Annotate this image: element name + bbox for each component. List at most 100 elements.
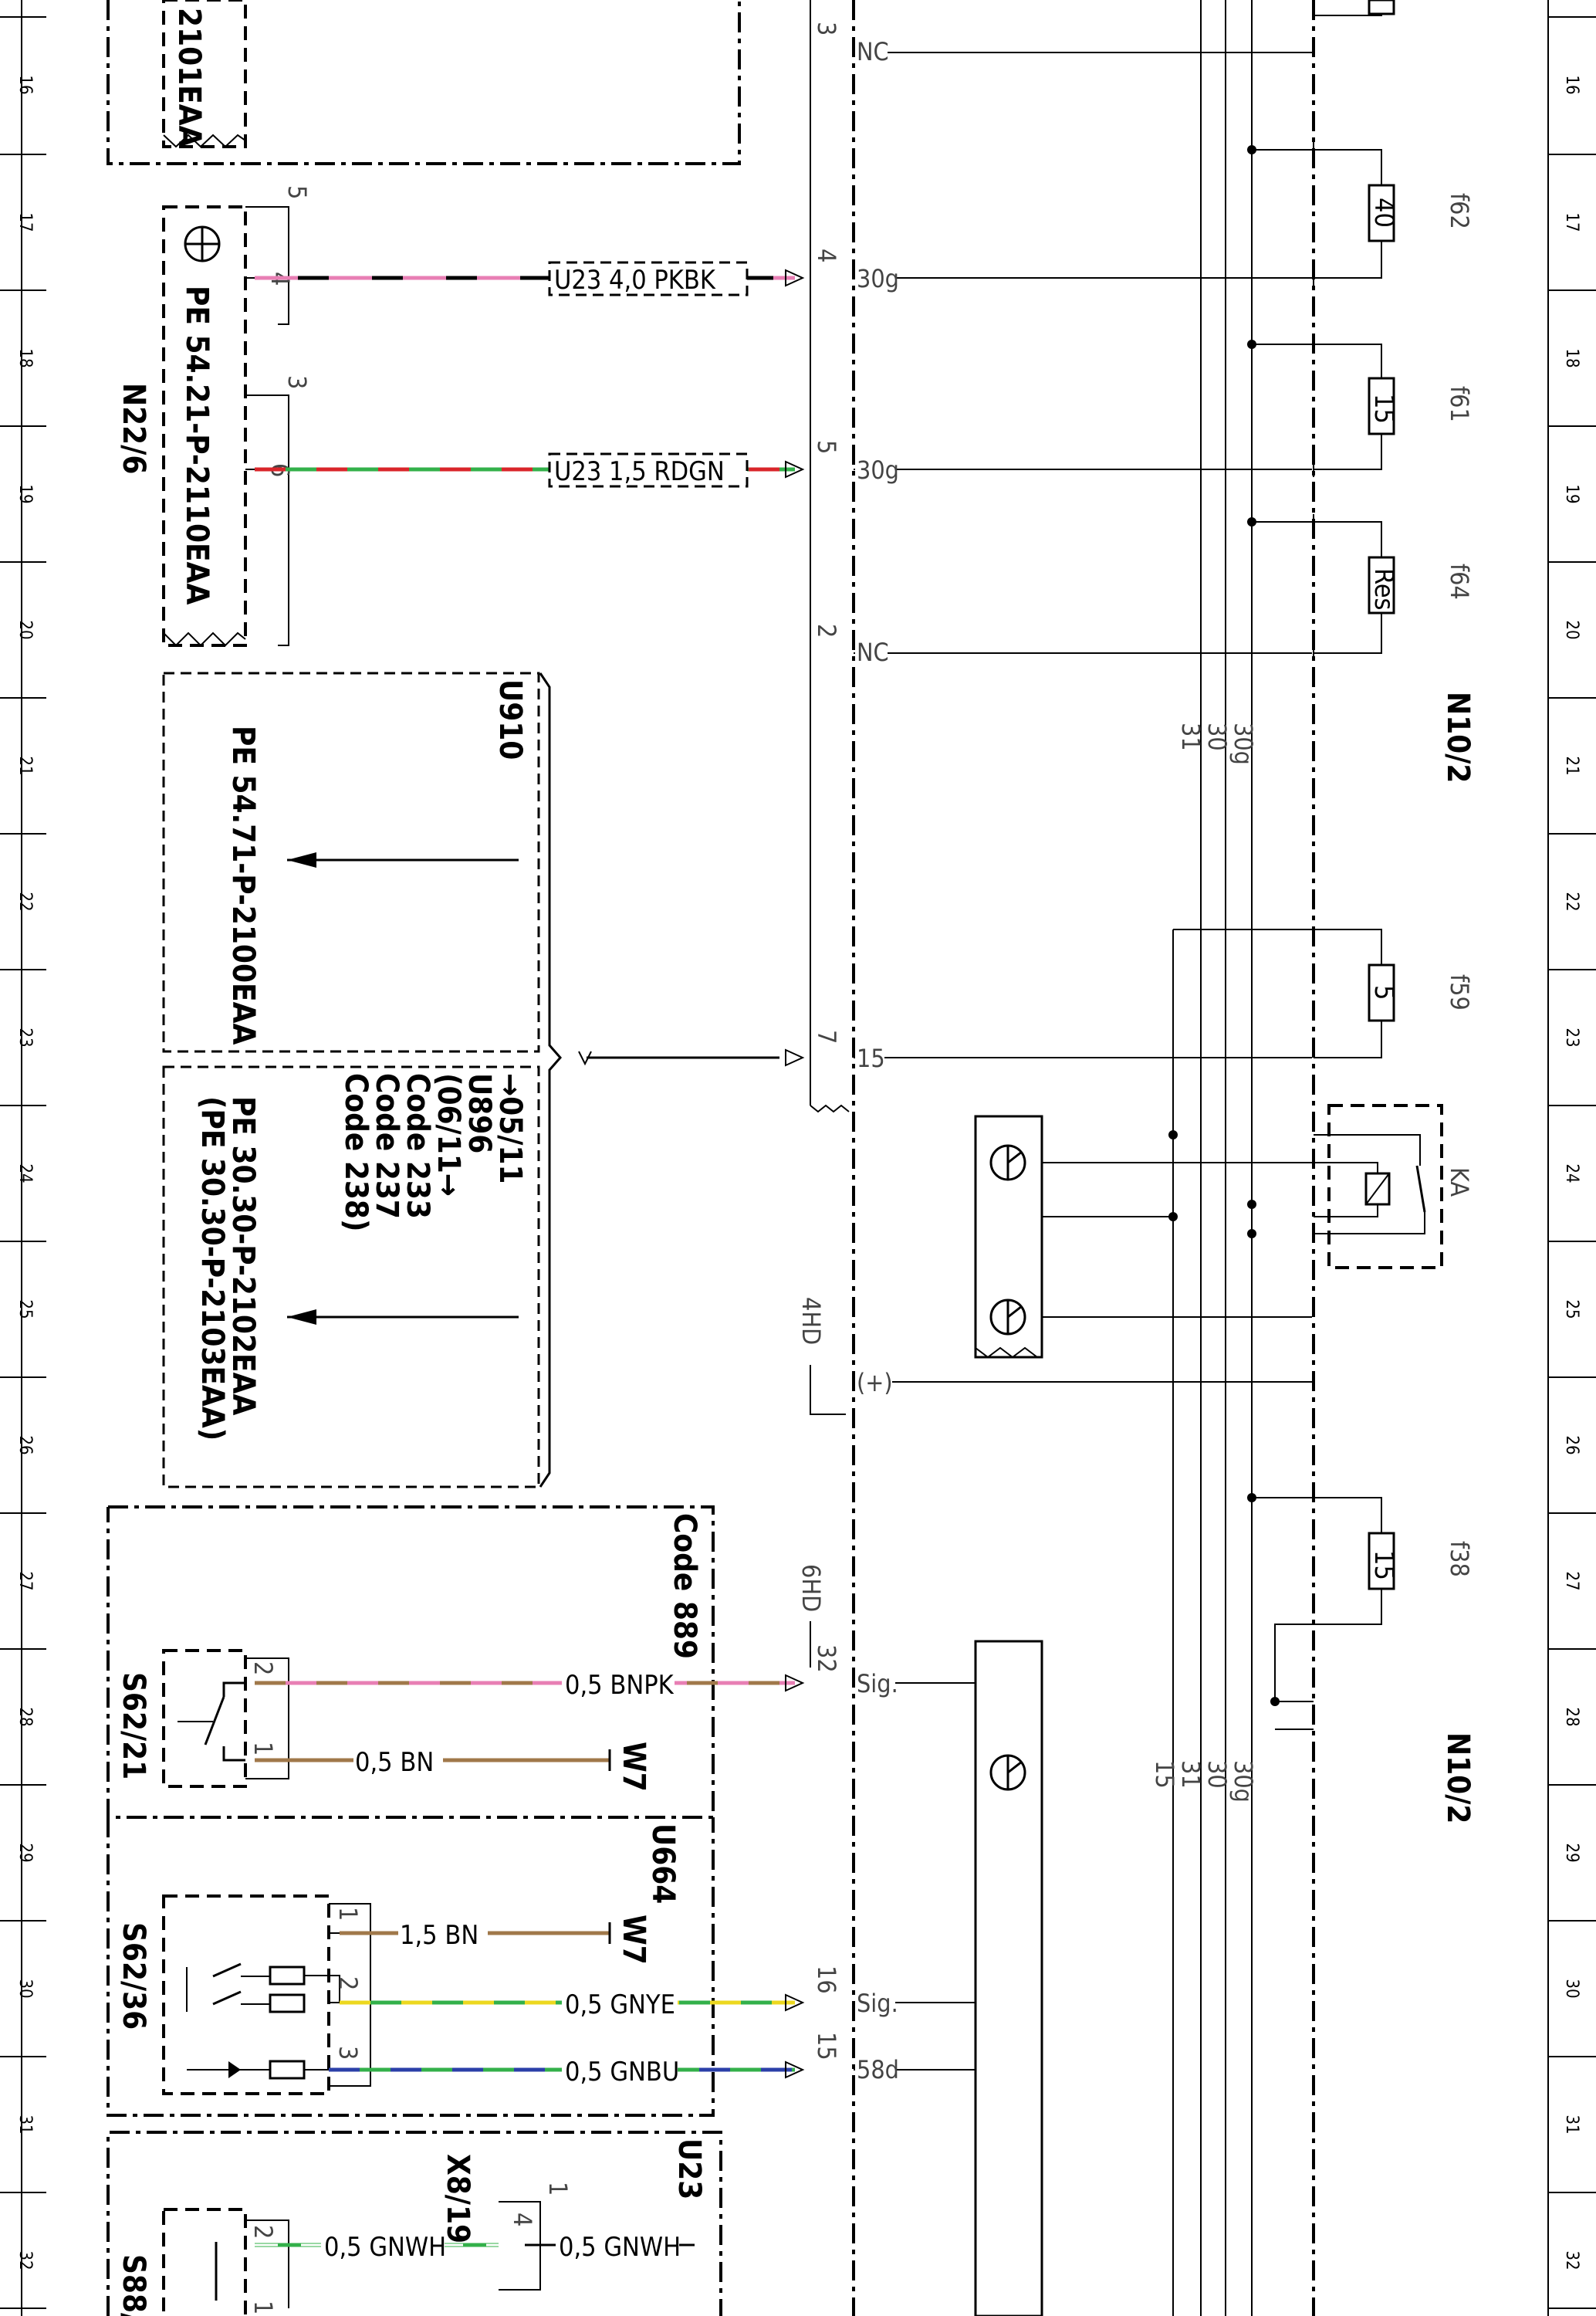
wire-pkbk-label: U23 4,0 PKBK	[554, 265, 716, 296]
wire-gnwh-label: 0,5 GNWH	[324, 2232, 446, 2263]
bus-label: 31	[1176, 1760, 1205, 1789]
bus-label: 31	[1176, 723, 1205, 751]
fuse-name: f64	[1445, 564, 1474, 600]
switch-contact-icon	[204, 1696, 225, 1745]
u910-reference: PE 54.71-P-2100EAA	[225, 726, 261, 1045]
s62-21-component: S62/21 2 1	[116, 1649, 289, 1788]
row-number: 16	[1562, 75, 1581, 94]
wire-gnye-label: 0,5 GNYE	[565, 1989, 675, 2020]
s88-pin-2: 2	[249, 2225, 278, 2239]
u896-box: →05/11 U896 (06/11→ Code 233 Code 237 Co…	[162, 1065, 540, 1488]
row-number: 26	[1562, 1435, 1581, 1454]
wire-rdgn: U23 1,5 RDGN	[255, 452, 795, 488]
n22-6-component: PE 54.21-P-2110EAA N22/6 4 5 6 3	[116, 185, 312, 647]
row-number: 31	[1562, 2115, 1581, 2134]
connector-pin: 3	[812, 22, 841, 36]
signal-30g: 30g	[857, 455, 899, 485]
row-number: 17	[1562, 212, 1581, 232]
u896-line: Code 238)	[338, 1073, 374, 1231]
row-number: 24	[15, 1163, 35, 1183]
fuse-name: f59	[1445, 974, 1474, 1011]
wire-bn-05: 0,5 BN W7	[255, 1742, 651, 1792]
signal-58d: 58d	[857, 2055, 899, 2084]
s62-36-component: S62/36 1 2 3	[116, 1894, 371, 2095]
signal-nc: NC	[857, 638, 889, 667]
row-number: 21	[1562, 756, 1581, 775]
n22-pin-3: 3	[282, 375, 312, 389]
fuse-f62: 40 f62	[1252, 149, 1474, 279]
row-number: 32	[1562, 2250, 1581, 2270]
module-label: N10/2	[1440, 1732, 1476, 1823]
bus-label: 30g	[1229, 723, 1258, 765]
row-number: 30	[1562, 1979, 1581, 1998]
fuse-rating: 5	[1368, 985, 1399, 1000]
x8-19-pin-1: 1	[543, 2182, 573, 2196]
transistor-block-upper	[974, 1115, 1312, 1359]
row-number: 25	[1562, 1299, 1581, 1319]
u23-code: U23	[671, 2138, 707, 2199]
signal-15: 15	[857, 1044, 885, 1073]
fuse-name: f62	[1445, 193, 1474, 229]
s62-36-designation: S62/36	[116, 1922, 151, 2030]
row-number: 20	[15, 620, 35, 639]
connector-pin: 4	[812, 249, 841, 262]
connector-label-6hd: 6HD	[796, 1564, 826, 1612]
switch-contact-icon	[212, 1962, 242, 1978]
s62-36-pin-2: 2	[333, 1976, 363, 1990]
row-number: 28	[1562, 1707, 1581, 1726]
row-number: 22	[15, 892, 35, 911]
wire-gnbu-label: 0,5 GNBU	[565, 2057, 679, 2087]
u664-code: U664	[645, 1823, 681, 1904]
fuse-f59: 5 f59	[1173, 929, 1474, 1058]
row-number: 25	[15, 1299, 35, 1319]
row-number: 22	[1562, 892, 1581, 911]
u664-box: U664	[107, 1817, 715, 2117]
row-number: 26	[15, 1435, 35, 1454]
switch-contact-icon	[212, 1990, 242, 2006]
u910-code: U910	[492, 679, 528, 760]
wire-bn-05-label: 0,5 BN	[355, 1747, 434, 1778]
s62-21-designation: S62/21	[116, 1672, 151, 1779]
n22-pin-5: 5	[282, 185, 312, 199]
row-number: 23	[1562, 1028, 1581, 1047]
module-label: N10/2	[1440, 692, 1476, 783]
s62-21-pin-1: 1	[249, 1742, 278, 1756]
signal-lines: NC 30g 30g NC 15 (+) Sig. Sig. 58d	[854, 37, 1312, 2084]
row-numbers-right: 16 17 18 19 20 21 22 23 24 25 26 27 28 2…	[1562, 75, 1581, 2270]
row-number: 32	[15, 2250, 35, 2270]
connector-pin: 7	[812, 1030, 841, 1044]
u23-box: U23 X8/19 1 4 S88/ 2 1	[107, 2131, 722, 2316]
signal-nc: NC	[857, 37, 889, 66]
s62-36-pin-3: 3	[333, 2046, 363, 2060]
bus-lines: 31 30 30g 15 31 30 30g N10/2 N10/2	[1150, 0, 1476, 2316]
connector-pin: 16	[812, 1966, 841, 1994]
relay-ka: KA	[1314, 1104, 1474, 1269]
u896-line: (06/11→	[431, 1073, 466, 1197]
signal-plus: (+)	[857, 1368, 893, 1397]
row-number: 31	[15, 2115, 35, 2134]
s62-36-pin-1: 1	[333, 1907, 363, 1921]
bridge-lower	[1274, 1624, 1314, 1730]
fuse-top-partial	[1314, 0, 1395, 16]
fuse-rating: Res	[1368, 568, 1399, 611]
row-number: 19	[1562, 484, 1581, 503]
connector-pin: 5	[812, 440, 841, 454]
s88-designation: S88/	[116, 2254, 151, 2316]
row-number: 30	[15, 1979, 35, 1998]
wire-gnwh-label-2: 0,5 GNWH	[559, 2232, 681, 2263]
u896-line: Code 233	[400, 1073, 435, 1219]
wire-gnbu: 0,5 GNBU	[329, 2056, 795, 2087]
bus-label: 30	[1202, 1760, 1232, 1789]
relay-contact-icon	[1415, 1165, 1426, 1213]
fuse-f61: 15 f61	[1252, 344, 1474, 470]
wire-rdgn-label: U23 1,5 RDGN	[554, 456, 725, 487]
central-connector: 3 4 5 2 7 32 16 15 4HD 6HD	[796, 0, 855, 2316]
junction-dots	[1168, 145, 1280, 1706]
connector-pin: 15	[812, 2032, 841, 2060]
n22-6-designation: N22/6	[116, 383, 151, 474]
fuse-f38: 15 f38	[1252, 1497, 1474, 1625]
fuse-name: f61	[1445, 386, 1474, 422]
transistor-block-lower	[974, 1640, 1043, 2316]
wire-bn-15: 1,5 BN W7	[340, 1915, 651, 1965]
